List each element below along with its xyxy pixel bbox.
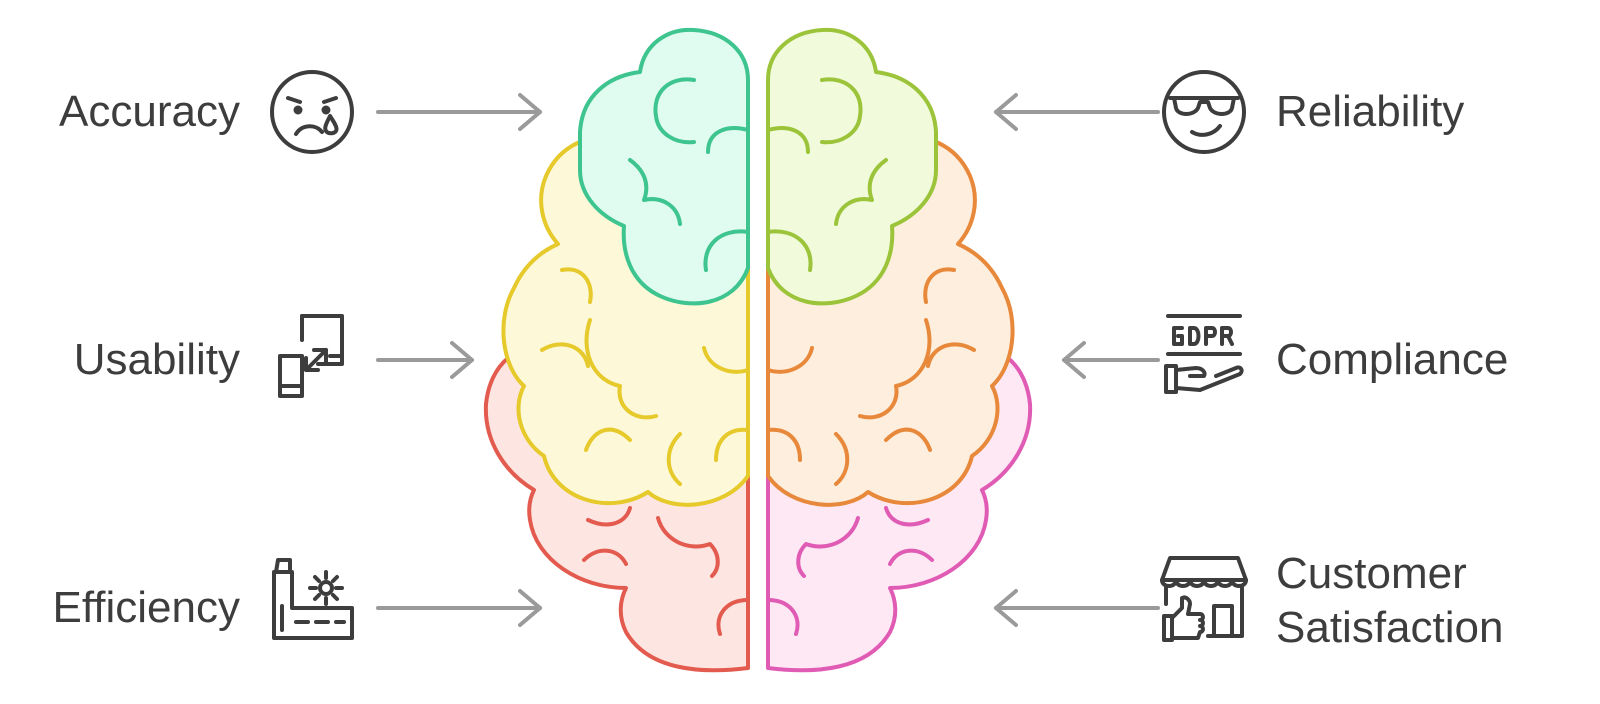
cool-sunglasses-face-icon bbox=[1160, 68, 1248, 156]
brain-diagram bbox=[483, 27, 1033, 673]
arrow-compliance bbox=[1062, 341, 1160, 379]
sad-tear-face-icon bbox=[268, 68, 356, 156]
arrow-usability bbox=[376, 341, 474, 379]
resize-devices-icon bbox=[274, 312, 350, 400]
arrow-customer-satisfaction bbox=[994, 589, 1160, 627]
label-reliability: Reliability bbox=[1276, 87, 1465, 136]
label-efficiency: Efficiency bbox=[52, 583, 241, 632]
arrow-efficiency bbox=[376, 589, 542, 627]
brain-lobe-reliability bbox=[766, 27, 938, 306]
arrow-accuracy bbox=[376, 93, 542, 131]
label-customer-satisfaction-line1: Customer bbox=[1276, 549, 1467, 598]
brain-lobe-accuracy bbox=[578, 27, 750, 306]
label-compliance: Compliance bbox=[1276, 335, 1509, 384]
arrow-reliability bbox=[994, 93, 1160, 131]
gdpr-hand-icon bbox=[1160, 312, 1248, 400]
label-accuracy: Accuracy bbox=[59, 87, 240, 136]
storefront-thumbs-up-icon bbox=[1160, 554, 1248, 644]
factory-gear-icon bbox=[268, 556, 358, 642]
label-usability: Usability bbox=[73, 335, 240, 384]
label-customer-satisfaction-line2: Satisfaction bbox=[1276, 603, 1504, 652]
